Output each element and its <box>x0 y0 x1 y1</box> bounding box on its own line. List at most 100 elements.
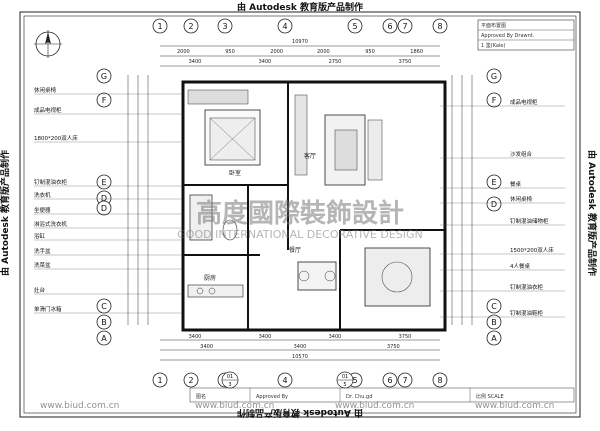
svg-text:E: E <box>101 178 106 187</box>
right-annotation: 钉制混油鞋柜 <box>510 309 544 317</box>
left-annotation: 休闲桌椅 <box>34 86 57 94</box>
left-annotation: 灶台 <box>34 286 46 294</box>
left-annotation: 1800*200双人床 <box>34 134 78 142</box>
grid-bubble-bottom-7: 7 <box>397 372 413 388</box>
title-block-bottom: 图名 Approved By Dr. Chu.gd 比例 SCALE <box>189 387 575 403</box>
room-label-kitchen: 厨房 <box>204 274 216 282</box>
grid-bubble-top-8: 8 <box>432 18 448 34</box>
svg-text:E: E <box>491 178 496 187</box>
right-annotation: 1500*200双人床 <box>510 246 554 254</box>
svg-text:5: 5 <box>343 382 346 388</box>
right-annotation: 休闲桌椅 <box>510 195 533 203</box>
section-mark-1: 013 <box>221 371 239 389</box>
site-watermark: www.biud.com.cn <box>475 401 554 411</box>
dim-top-row1: 2000 <box>177 49 190 55</box>
dim-top-row2: 3750 <box>399 59 412 65</box>
svg-text:8: 8 <box>437 22 442 31</box>
svg-text:01: 01 <box>227 374 233 380</box>
dimension-lines-right <box>451 75 473 325</box>
grid-bubble-top-4: 4 <box>277 18 293 34</box>
dim-bottom-row1: 3400 <box>259 334 272 340</box>
dim-top-row1: 2000 <box>270 49 283 55</box>
title-bottom-cell4: 比例 SCALE <box>476 393 504 400</box>
grid-bubble-top-2: 2 <box>183 18 199 34</box>
dining-furniture <box>297 261 337 291</box>
dim-top-total: 10970 <box>292 39 308 45</box>
dim-bottom-total: 10570 <box>292 354 308 360</box>
grid-bubble-top-3: 3 <box>217 18 233 34</box>
grid-bubble-bottom-8: 8 <box>432 372 448 388</box>
left-annotation: 洗衣机 <box>34 191 51 199</box>
title-bottom-cell2: Approved By <box>256 394 288 400</box>
grid-bubble-left-D: D <box>96 200 112 216</box>
left-annotation: 成品电视柜 <box>34 106 62 114</box>
left-annotation: 洗菜盆 <box>34 261 51 269</box>
grid-bubble-top-1: 1 <box>152 18 168 34</box>
svg-text:01: 01 <box>342 374 348 380</box>
grid-bubble-top-6: 6 <box>382 18 398 34</box>
second-bedroom-furniture <box>364 247 431 307</box>
svg-text:7: 7 <box>402 22 407 31</box>
dim-bottom-row2: 3400 <box>200 344 213 350</box>
svg-text:5: 5 <box>352 22 357 31</box>
title-block-right: 平面布置图 Approved By Drawnt. 1 鉴(Kale) <box>477 19 575 51</box>
grid-bubble-right-A: A <box>486 330 502 346</box>
grid-bubble-left-B: B <box>96 314 112 330</box>
dim-top-row2: 2750 <box>329 59 342 65</box>
building-outline <box>181 80 447 332</box>
svg-text:5: 5 <box>352 376 357 385</box>
dim-top-row1: 1860 <box>410 49 423 55</box>
room-label-dining: 餐厅 <box>289 246 301 254</box>
watermark-english: GOOD INTERNATIONAL DECORATIVE DESIGN <box>177 228 422 241</box>
grid-bubble-left-G: G <box>96 68 112 84</box>
right-annotation: 餐桌 <box>510 180 522 188</box>
svg-text:C: C <box>101 302 107 311</box>
title-bottom-cell1: 图名 <box>196 393 206 400</box>
svg-text:6: 6 <box>387 22 392 31</box>
dim-bottom-row2: 3750 <box>387 344 400 350</box>
svg-text:1: 1 <box>157 376 162 385</box>
grid-bubble-right-E: E <box>486 174 502 190</box>
kitchen-fixtures <box>187 284 244 298</box>
left-annotation: 单滑门冰箱 <box>34 305 62 313</box>
svg-text:B: B <box>491 318 497 327</box>
svg-text:6: 6 <box>387 376 392 385</box>
left-annotation: 淋浴式洗衣机 <box>34 220 68 228</box>
grid-bubble-right-F: F <box>486 92 502 108</box>
bathroom-fixtures <box>189 194 238 241</box>
grid-bubble-top-7: 7 <box>397 18 413 34</box>
living-room-furniture <box>294 94 383 186</box>
grid-bubble-right-D: D <box>486 196 502 212</box>
svg-text:B: B <box>101 318 107 327</box>
dim-bottom-row1: 3400 <box>329 334 342 340</box>
right-annotation: 4人餐桌 <box>510 262 530 270</box>
svg-text:G: G <box>101 72 107 81</box>
title-block-row2: Approved By Drawnt. <box>481 33 535 39</box>
edu-stamp-right: 由 Autodesk 教育版产品制作 <box>586 150 598 276</box>
edu-stamp-bottom: 由 Autodesk 教育版产品制作 <box>237 407 363 419</box>
dim-top-row1: 950 <box>225 49 235 55</box>
right-annotation: 钉制混油衣柜 <box>510 283 544 291</box>
svg-text:A: A <box>491 334 497 343</box>
bedroom-furniture <box>187 89 261 166</box>
svg-text:F: F <box>102 96 107 105</box>
right-annotation: 沙发组合 <box>510 150 533 158</box>
svg-text:8: 8 <box>437 376 442 385</box>
svg-text:2: 2 <box>188 376 193 385</box>
grid-bubble-left-E: E <box>96 174 112 190</box>
grid-bubble-bottom-1: 1 <box>152 372 168 388</box>
grid-bubble-bottom-2: 2 <box>183 372 199 388</box>
site-watermark: www.biud.com.cn <box>40 401 119 411</box>
svg-text:4: 4 <box>282 376 287 385</box>
dim-top-row2: 3400 <box>259 59 272 65</box>
dimension-lines-top <box>160 45 440 67</box>
grid-bubble-right-B: B <box>486 314 502 330</box>
right-annotation: 钉制混油储物柜 <box>510 217 549 225</box>
left-annotation: 坐便器 <box>34 206 51 214</box>
right-annotation: 成品电视柜 <box>510 98 538 106</box>
grid-bubble-right-G: G <box>486 68 502 84</box>
watermark-chinese: 高度國際裝飾設計 <box>196 198 404 229</box>
svg-text:D: D <box>491 200 497 209</box>
svg-text:1: 1 <box>157 22 162 31</box>
